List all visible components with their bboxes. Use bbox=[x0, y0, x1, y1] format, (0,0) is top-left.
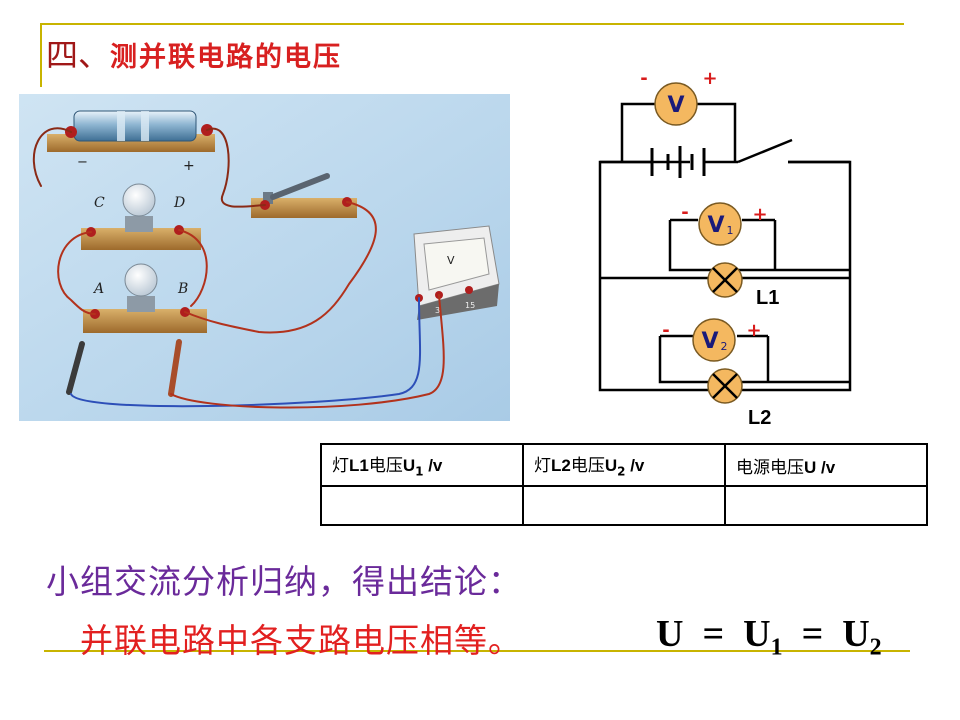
voltmeter: V 3 15 bbox=[413, 225, 500, 320]
voltmeter-v-plus: + bbox=[702, 68, 717, 89]
title-rule-top bbox=[40, 23, 904, 25]
lamp-l2: L2 bbox=[707, 368, 771, 429]
voltmeter-v1-minus: - bbox=[681, 202, 688, 223]
voltage-formula: U = U1 = U2 bbox=[656, 613, 882, 661]
cell-u1-value[interactable] bbox=[320, 485, 524, 526]
voltmeter-v2-sub: 2 bbox=[721, 340, 728, 353]
voltmeter-v2-minus: - bbox=[662, 320, 669, 341]
header-u2: 灯L2电压U2 /v bbox=[522, 443, 726, 487]
battery-minus-label: − bbox=[77, 155, 88, 170]
lamp-label-c: C bbox=[94, 195, 105, 211]
conclusion-text: 并联电路中各支路电压相等。 bbox=[80, 621, 522, 660]
lamp-label-d: D bbox=[173, 195, 185, 211]
circuit-schematic: V - + V 1 - + L1 V 2 - + L2 bbox=[598, 68, 852, 429]
lamp-l1: L1 bbox=[707, 262, 779, 309]
knife-switch bbox=[251, 173, 357, 218]
lamp-l1-label: L1 bbox=[756, 287, 779, 309]
title-rule-left bbox=[40, 23, 42, 87]
cell-u-value[interactable] bbox=[724, 485, 928, 526]
table-header-row: 灯L1电压U1 /v 灯L2电压U2 /v 电源电压U /v bbox=[320, 443, 928, 487]
voltmeter-v2-plus: + bbox=[746, 320, 761, 341]
title-number: 四、 bbox=[46, 36, 111, 74]
switch-symbol bbox=[737, 138, 850, 164]
meter-symbol: V bbox=[447, 254, 455, 267]
header-u: 电源电压U /v bbox=[724, 443, 928, 487]
lamp-label-a: A bbox=[92, 281, 104, 297]
lamp-cd: C D bbox=[81, 183, 201, 250]
meter-range-high: 15 bbox=[465, 301, 475, 310]
slide-title: 四、 测并联电路的电压 bbox=[46, 30, 342, 74]
battery-symbol bbox=[650, 146, 706, 178]
battery-plus-label: + bbox=[183, 158, 195, 174]
test-probes bbox=[66, 339, 182, 397]
lamp-l2-label: L2 bbox=[748, 407, 771, 429]
bottom-rule bbox=[44, 650, 910, 652]
voltmeter-v1-plus: + bbox=[752, 204, 767, 225]
voltmeter-v1-label: V bbox=[707, 213, 724, 238]
discussion-prompt: 小组交流分析归纳，得出结论： bbox=[46, 562, 522, 601]
voltmeter-v: V - + bbox=[640, 68, 718, 126]
circuit-photo: − + C D A B V 3 15 bbox=[19, 94, 510, 421]
voltmeter-v1: V 1 - + bbox=[681, 202, 768, 246]
header-u1: 灯L1电压U1 /v bbox=[320, 443, 524, 487]
voltage-table: 灯L1电压U1 /v 灯L2电压U2 /v 电源电压U /v bbox=[320, 443, 928, 526]
table-row bbox=[320, 485, 928, 526]
lamp-label-b: B bbox=[177, 281, 188, 297]
voltmeter-v1-sub: 1 bbox=[727, 224, 734, 237]
voltmeter-v-label: V bbox=[667, 93, 684, 118]
voltmeter-v2: V 2 - + bbox=[662, 318, 762, 362]
meter-range-low: 3 bbox=[435, 306, 440, 315]
voltmeter-v2-label: V bbox=[701, 329, 718, 354]
battery-holder: − + bbox=[47, 110, 215, 174]
title-text: 测并联电路的电压 bbox=[110, 42, 343, 73]
cell-u2-value[interactable] bbox=[522, 485, 726, 526]
voltmeter-v-minus: - bbox=[640, 68, 647, 89]
circuit-wires bbox=[32, 127, 445, 409]
